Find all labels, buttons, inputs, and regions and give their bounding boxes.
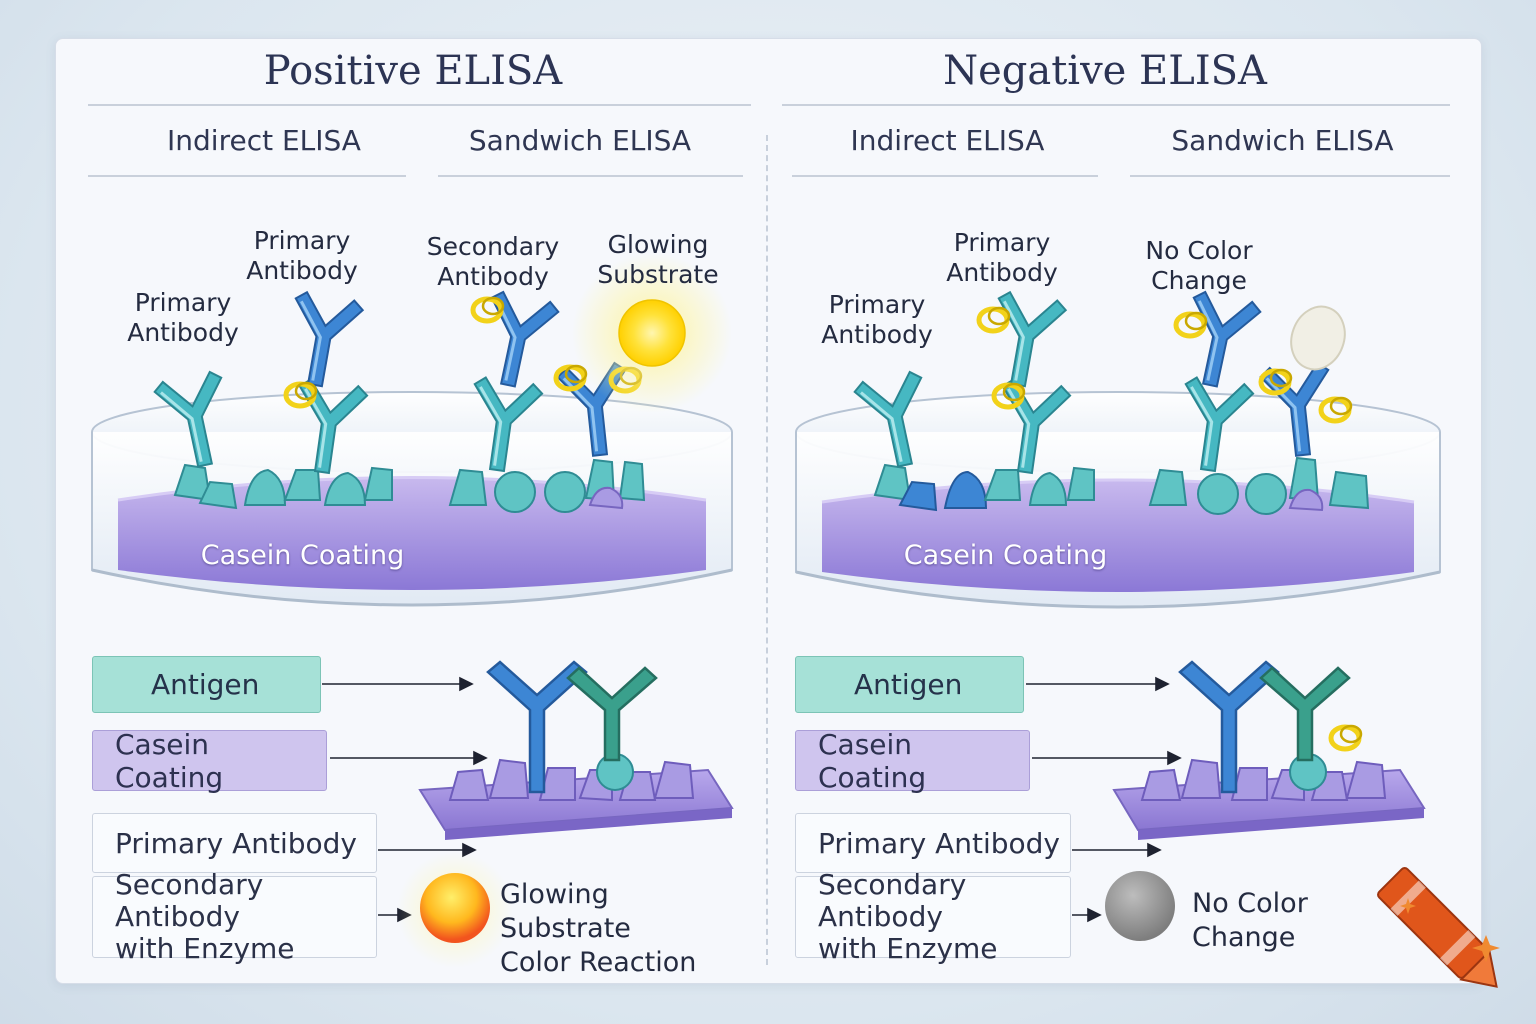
- crayon-logo-icon: [1377, 867, 1498, 988]
- negative-indirect-header: Indirect ELISA: [850, 124, 1045, 157]
- positive-indirect-header: Indirect ELISA: [167, 124, 361, 157]
- positive-legend-casein: Casein Coating: [92, 728, 327, 794]
- positive-indirect-rule: [88, 175, 406, 177]
- section-divider: [766, 135, 768, 965]
- negative-legend-primary: Primary Antibody: [795, 813, 1071, 873]
- positive-sandwich-rule: [438, 175, 743, 177]
- negative-label-primary-1: Primary Antibody: [821, 290, 933, 349]
- negative-label-primary-2: Primary Antibody: [946, 228, 1058, 287]
- negative-antigens: [873, 456, 1370, 515]
- glow-orb-icon: [397, 852, 513, 968]
- negative-legend-secondary-l1: Secondary Antibody: [818, 868, 967, 933]
- negative-label-nocolor: No Color Change: [1145, 236, 1253, 295]
- negative-model: [1112, 660, 1426, 840]
- gray-dot-icon: [1105, 871, 1175, 941]
- negative-indirect-rule: [792, 175, 1098, 177]
- negative-sandwich-header: Sandwich ELISA: [1171, 124, 1394, 157]
- positive-result-l1: Glowing Substrate: [500, 879, 631, 944]
- positive-sandwich-header: Sandwich ELISA: [468, 124, 692, 157]
- negative-result: No Color Change: [1192, 888, 1308, 953]
- positive-label-secondary: Secondary Antibody: [426, 232, 560, 291]
- positive-legend-secondary-l2: with Enzyme: [115, 932, 295, 965]
- positive-dish-label: Casein Coating: [200, 540, 405, 571]
- positive-label-primary-2: Primary Antibody: [246, 226, 358, 285]
- positive-model: [418, 660, 734, 840]
- negative-title-rule: [782, 104, 1450, 106]
- positive-legend-primary: Primary Antibody: [92, 813, 377, 873]
- positive-label-glow: Glowing Substrate: [597, 230, 719, 289]
- positive-title-rule: [88, 104, 751, 106]
- negative-legend-antigen: Antigen: [795, 656, 1024, 713]
- negative-arrows: [1026, 676, 1182, 923]
- negative-legend-secondary-l2: with Enzyme: [818, 932, 998, 965]
- negative-legend-casein: Casein Coating: [795, 728, 1030, 794]
- positive-legend-antigen: Antigen: [92, 656, 321, 713]
- positive-title: Positive ELISA: [263, 48, 563, 94]
- negative-sandwich-rule: [1130, 175, 1450, 177]
- glow-sun-icon: [572, 253, 732, 413]
- positive-result-l2: Color Reaction: [500, 947, 697, 978]
- positive-antigens: [173, 458, 646, 513]
- positive-legend-secondary-l1: Secondary Antibody: [115, 868, 264, 933]
- negative-title: Negative ELISA: [943, 48, 1267, 94]
- negative-dish-label: Casein Coating: [903, 540, 1108, 571]
- sparkle-small-icon: [1400, 898, 1416, 914]
- positive-label-primary-1: Primary Antibody: [127, 288, 239, 347]
- sparkle-icon: [1472, 935, 1500, 962]
- pale-substrate-icon: [1290, 305, 1346, 371]
- positive-result: Glowing Substrate Color Reaction: [500, 878, 740, 980]
